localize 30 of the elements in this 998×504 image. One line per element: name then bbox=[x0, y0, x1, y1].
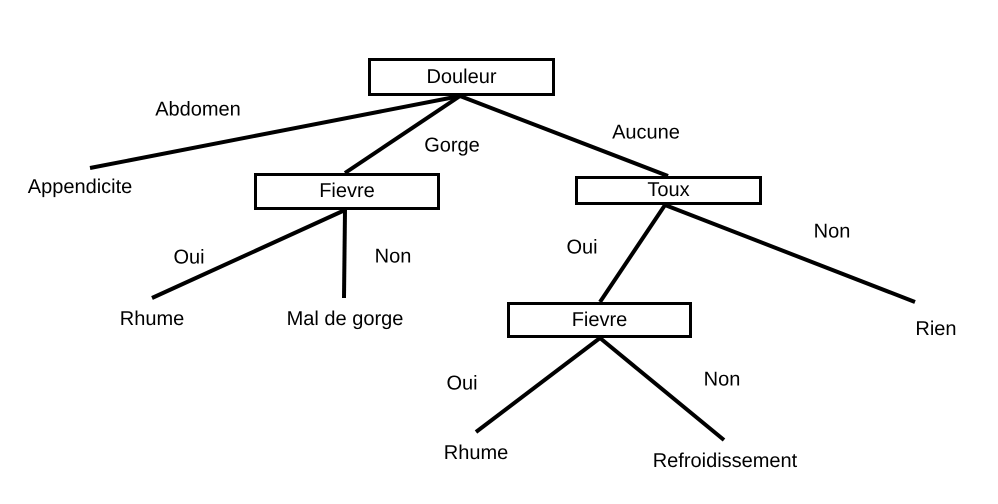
decision-box bbox=[507, 302, 692, 338]
outcome-label: Mal de gorge bbox=[286, 308, 404, 330]
outcome-label: Appendicite bbox=[28, 176, 132, 198]
branch-line bbox=[598, 204, 667, 304]
edge-label: Oui bbox=[446, 372, 478, 396]
decision-box bbox=[575, 176, 762, 205]
question-text: Toux bbox=[647, 179, 690, 202]
question-text: Fievre bbox=[572, 308, 628, 332]
question-text: Fievre bbox=[319, 180, 375, 203]
edge-label: Oui bbox=[566, 236, 598, 260]
decision-box bbox=[254, 173, 440, 210]
branch-line bbox=[664, 203, 916, 304]
edge-label: Non bbox=[374, 246, 412, 268]
decision-box bbox=[368, 58, 555, 96]
edge-label: Gorge bbox=[424, 134, 480, 158]
edge-label: Aucune bbox=[612, 122, 680, 144]
branch-line bbox=[598, 336, 726, 442]
outcome-label: Rhume bbox=[120, 308, 184, 330]
edge-label: Abdomen bbox=[155, 98, 241, 122]
outcome-label: Rien bbox=[915, 318, 957, 340]
outcome-label: Rhume bbox=[444, 442, 508, 464]
edge-label: Oui bbox=[173, 246, 205, 270]
branch-line bbox=[459, 94, 669, 178]
edge-label: Non bbox=[704, 368, 740, 392]
edge-label: Non bbox=[814, 220, 850, 244]
branch-line bbox=[342, 210, 347, 298]
question-text: Douleur bbox=[426, 66, 497, 88]
outcome-label: Refroidissement bbox=[652, 450, 798, 472]
branch-line bbox=[151, 208, 346, 300]
branch-line bbox=[474, 336, 602, 434]
